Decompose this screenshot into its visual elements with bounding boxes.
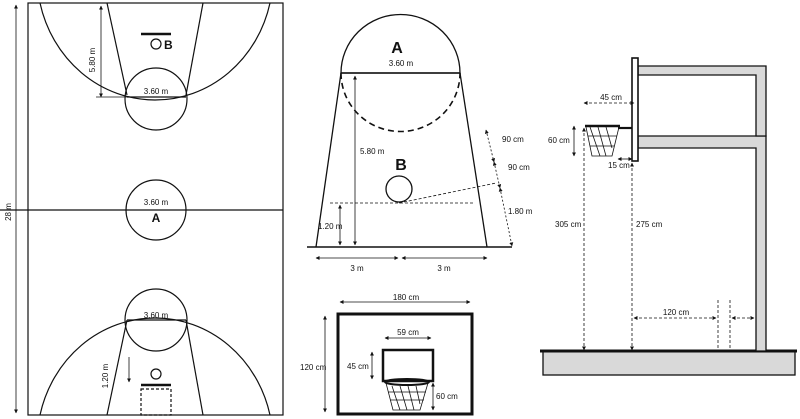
side-1-arrow [484,129,496,163]
basket-circle [385,175,413,203]
basket-distance-label: 1.20 m [101,363,110,388]
upper-arm [637,65,767,137]
court-outline [27,2,284,416]
bottom-basket [150,368,162,380]
key-circle-letter: A [391,40,403,57]
key-center-letter: B [395,157,407,174]
stand-net [585,126,620,157]
rim-height-label: 305 cm [555,220,582,229]
stand-panel [540,57,797,376]
center-circle [125,179,187,241]
key-circle-diameter: 3.60 m [389,59,414,68]
lower-half-circle-dashed [340,72,461,133]
dashed-diag [398,182,497,204]
backboard-panel [323,300,474,416]
top-free-throw-circle [124,67,188,131]
top-three-point-arc [39,2,271,101]
backboard-outer [336,312,474,416]
side-2-arrow [492,161,502,189]
low-height-label: 1.20 m [318,222,343,231]
box-width-label: 59 cm [397,328,419,337]
top-key-right [185,2,204,96]
key-depth-label-2: 5.80 m [360,147,385,156]
net-height-label: 60 cm [436,392,458,401]
board-bottom-label: 275 cm [636,220,663,229]
stand-dimension-lines [572,101,755,351]
bottom-three-point-arc [39,317,271,416]
court-key-depth-label: 5.80 m [88,47,97,72]
key-detail-panel [307,13,514,260]
bottom-small-box [140,388,172,416]
side-3-label: 1.80 m [508,207,533,216]
court-point-b: B [164,38,173,52]
court-point-a: A [152,211,161,225]
top-basket [150,38,162,50]
backboard-width-label: 180 cm [393,293,420,302]
backboard-height-label: 120 cm [300,363,327,372]
bottom-key-left [106,319,128,416]
ground-slab [542,350,796,376]
backboard-labels: 180 cm 120 cm 59 cm 45 cm 60 cm [300,293,458,401]
ring-offset-label: 15 cm [608,161,630,170]
court-panel [0,2,284,416]
net-depth-label: 60 cm [548,136,570,145]
side-3-arrow [498,187,514,247]
side-1-label: 90 cm [502,135,524,144]
shooter-box [381,348,435,383]
stand-labels: 45 cm 60 cm 15 cm 305 cm 275 cm 120 cm [548,93,689,317]
bottom-circle-label: 3.60 m [144,311,169,320]
court-labels: 28 m 5.80 m 3.60 m 3.60 m 3.60 m 1.20 m … [4,38,173,388]
top-key-left [106,2,128,96]
half-left-label: 3 m [350,264,364,273]
top-circle-label: 3.60 m [144,87,169,96]
key-detail-labels: A 3.60 m B 5.80 m 90 cm 90 cm 1.80 m 1.2… [318,40,533,273]
hoop-rim [384,378,430,386]
upper-half-circle [340,13,461,74]
bottom-free-throw-circle [124,288,188,352]
court-length-label: 28 m [4,203,13,221]
center-circle-label: 3.60 m [144,198,169,207]
net [385,382,429,411]
box-height-label: 45 cm [347,362,369,371]
side-2-label: 90 cm [508,163,530,172]
bottom-key-right [185,319,204,416]
stand-backboard [631,57,639,162]
pole [637,135,767,352]
base-gap-label: 120 cm [663,308,690,317]
half-right-label: 3 m [437,264,451,273]
reach-label: 45 cm [600,93,622,102]
